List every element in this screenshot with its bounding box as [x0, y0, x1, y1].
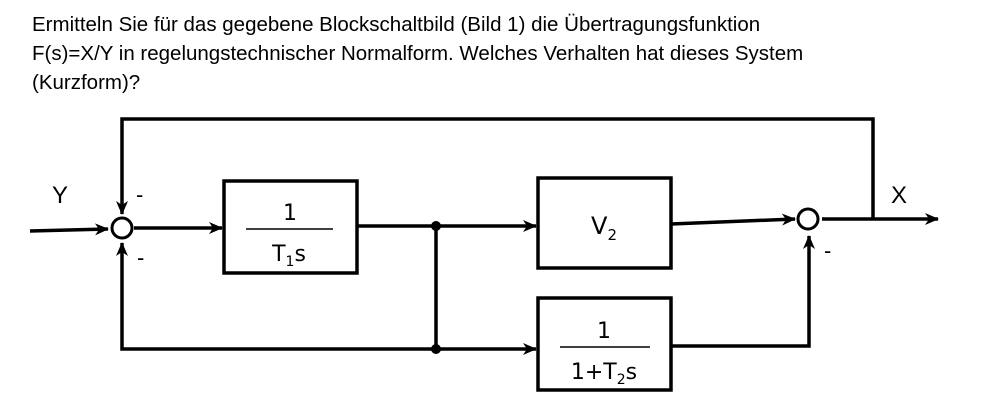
task-line-2: F(s)=X/Y in regelungstechnischer Normalf…: [32, 42, 804, 65]
sum-junction-2: [796, 207, 820, 231]
task-line-3: (Kurzform)?: [32, 71, 141, 94]
integrator-numerator: 1: [283, 201, 297, 226]
task-text: Ermitteln Sie für das gegebene Blockscha…: [32, 10, 972, 97]
task-line-1: Ermitteln Sie für das gegebene Blockscha…: [32, 13, 761, 36]
lag-denominator: 1+T2s: [571, 360, 637, 388]
input-signal-line: [29, 223, 109, 236]
integrator-denominator: T1s: [271, 242, 306, 270]
input-label: Y: [52, 182, 68, 209]
sum1-sign-bottom: -: [137, 245, 144, 270]
sum-junction-1: [110, 216, 134, 240]
lag-to-sum2-line: [671, 235, 815, 348]
gain-block: [536, 176, 673, 270]
sum2-sign-bottom: -: [824, 238, 831, 263]
gain-to-sum2-line: [670, 213, 796, 226]
sum1-sign-top: -: [136, 182, 143, 207]
lag-numerator: 1: [597, 319, 611, 344]
lag-block: [536, 296, 673, 392]
feedback-top-line: [116, 117, 875, 219]
gain-label: V2: [591, 212, 617, 244]
branch-point-top: [431, 221, 441, 231]
integrator-block: [222, 179, 359, 275]
feedback-bottom-line: [116, 242, 436, 351]
output-label: X: [891, 182, 907, 209]
branch-point-bottom: [431, 344, 441, 354]
